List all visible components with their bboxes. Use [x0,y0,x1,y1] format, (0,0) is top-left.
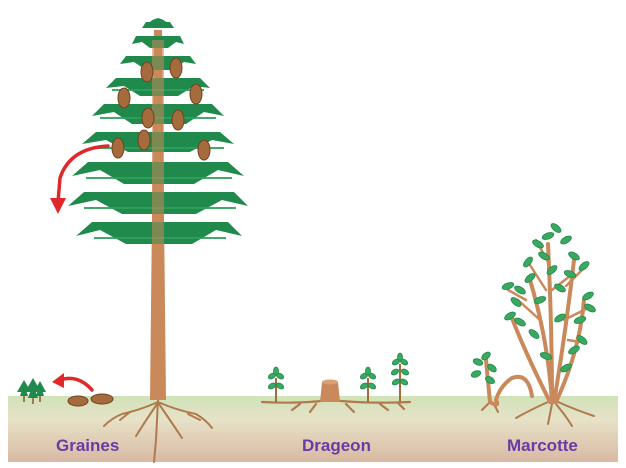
seedling-icon [267,353,409,390]
label-layering: Marcotte [507,436,578,456]
label-seeds: Graines [56,436,119,456]
shrub-icon [470,222,596,426]
stump-icon [320,382,340,402]
small-red-arrow-icon [52,373,92,390]
label-suckers: Drageon [302,436,371,456]
pine-tree-icon [50,18,248,462]
